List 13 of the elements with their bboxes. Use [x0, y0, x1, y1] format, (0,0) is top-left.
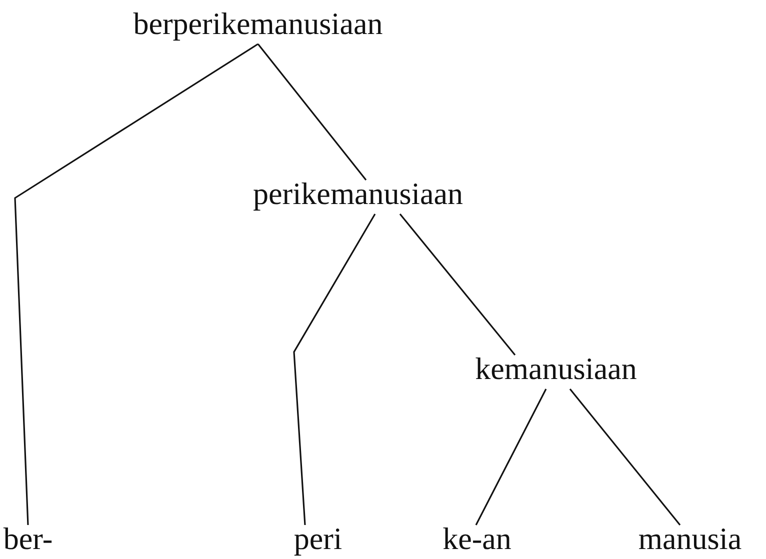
morpheme-label: peri	[294, 521, 342, 557]
tree-branch-line	[293, 214, 376, 526]
morpheme-label: ber-	[3, 521, 53, 557]
morpheme-label: perikemanusiaan	[252, 176, 464, 212]
tree-branch-line	[257, 44, 367, 180]
tree-branch-line	[569, 388, 681, 526]
tree-branch-line	[399, 214, 516, 356]
morpheme-label: berperikemanusiaan	[133, 6, 383, 42]
morpheme-label: manusia	[638, 521, 742, 557]
tree-branch-line	[14, 43, 258, 526]
morpheme-label: ke-an	[442, 521, 512, 557]
morpheme-label: kemanusiaan	[475, 351, 637, 387]
tree-branch-line	[475, 388, 547, 526]
